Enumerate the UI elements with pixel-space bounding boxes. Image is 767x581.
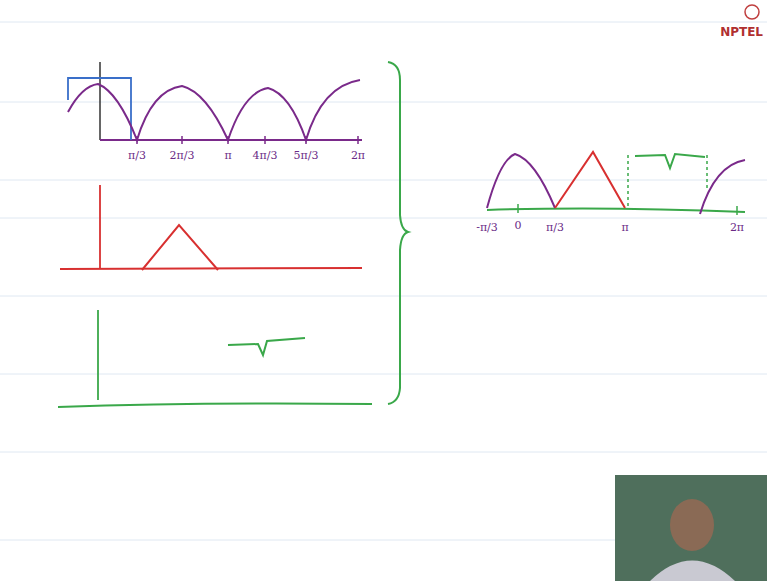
tick <box>517 204 519 213</box>
ruled-line <box>0 452 767 453</box>
y-axis <box>97 310 99 400</box>
rectified-wave <box>68 80 360 140</box>
ruled-line <box>0 22 767 23</box>
axis-label: π/3 <box>128 150 146 161</box>
tick <box>136 136 138 144</box>
dashed-edge <box>706 155 708 190</box>
watermark: NPTEL <box>720 26 763 38</box>
triangle-pulse <box>142 225 218 270</box>
tick <box>305 136 307 144</box>
notch-segment <box>635 154 705 168</box>
rectified-wave <box>700 160 745 214</box>
y-axis <box>99 62 101 140</box>
axis-label: 4π/3 <box>253 150 278 161</box>
axis-label: 2π <box>730 222 744 233</box>
axis-label: 5π/3 <box>294 150 319 161</box>
x-axis <box>100 139 362 141</box>
tick <box>736 206 738 215</box>
presenter-inset <box>615 475 767 581</box>
presenter-figure <box>670 499 714 551</box>
axis-label: 0 <box>515 220 522 231</box>
axis-label: π <box>621 222 628 233</box>
axis-label: π <box>224 150 231 161</box>
tick <box>264 136 266 144</box>
x-axis <box>487 208 745 212</box>
ruled-line <box>0 374 767 375</box>
ruled-line <box>0 180 767 181</box>
tick <box>357 136 359 144</box>
tick <box>227 136 229 144</box>
dashed-edge <box>627 155 629 208</box>
axis-label: 2π/3 <box>170 150 195 161</box>
axis-label: -π/3 <box>476 222 498 233</box>
axis-label: 2π <box>351 150 365 161</box>
notch-segment <box>228 338 305 355</box>
ruled-lines <box>0 22 767 540</box>
curly-brace <box>388 62 408 404</box>
tick <box>181 136 183 144</box>
ruled-line <box>0 102 767 103</box>
presenter-figure <box>650 561 735 581</box>
ticks <box>137 136 358 144</box>
rectified-wave <box>487 154 555 208</box>
logo-mark <box>745 5 759 19</box>
triangle-pulse <box>555 152 625 208</box>
y-axis <box>99 185 101 268</box>
ruled-line <box>0 218 767 219</box>
axis-label: π/3 <box>546 222 564 233</box>
ruled-line <box>0 296 767 297</box>
x-axis <box>58 403 372 407</box>
x-axis <box>60 268 362 269</box>
